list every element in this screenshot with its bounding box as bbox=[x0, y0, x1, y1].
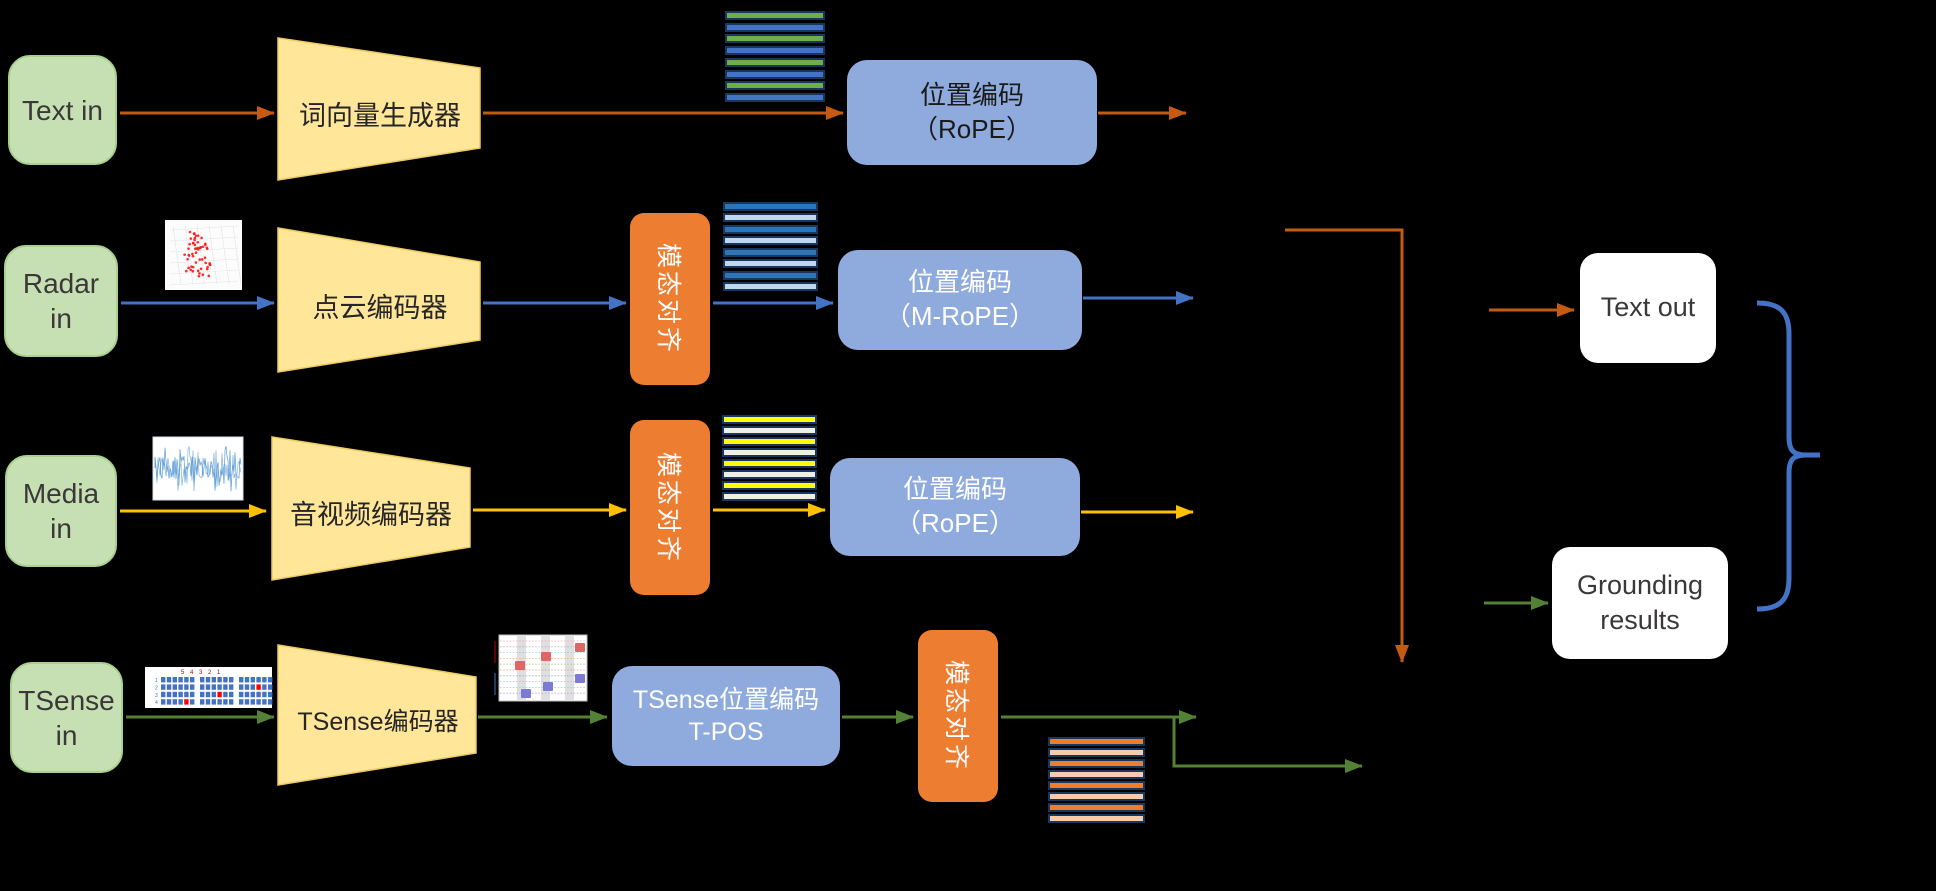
token-stripe bbox=[1048, 792, 1145, 801]
text-flow-elbow-down-arrow bbox=[1285, 228, 1409, 663]
media-token-stack bbox=[722, 415, 817, 501]
token-stripe bbox=[725, 92, 825, 102]
tsense-pos-encoding-box: TSense位置编码 T-POS bbox=[612, 666, 840, 766]
token-stripe bbox=[722, 437, 817, 446]
token-stripe bbox=[723, 236, 818, 246]
media-encoder-trapezoid bbox=[271, 436, 471, 581]
token-stripe bbox=[1048, 748, 1145, 757]
token-stripe bbox=[723, 281, 818, 291]
tsense-matrix-image: 5 4 3 2 1 12 34 bbox=[145, 667, 273, 708]
token-stripe bbox=[722, 492, 817, 501]
input-radar-label-line1: Radar bbox=[22, 268, 100, 299]
tsense-encoder-trapezoid bbox=[277, 644, 477, 786]
grounding-label-line1: Grounding bbox=[1576, 569, 1704, 600]
token-stripe bbox=[725, 46, 825, 56]
matrix-column-numbers: 5 4 3 2 1 bbox=[181, 670, 222, 676]
outputs-brace bbox=[1756, 300, 1820, 612]
tsense-alignment-box: 模态对齐 bbox=[918, 630, 998, 802]
token-stripe bbox=[725, 22, 825, 32]
radar-pointcloud-image bbox=[165, 220, 242, 290]
token-stripe bbox=[722, 448, 817, 457]
input-text-label: Text in bbox=[22, 94, 103, 126]
text-pos-encoding-box: 位置编码 （RoPE） bbox=[847, 60, 1097, 165]
token-stripe bbox=[722, 481, 817, 490]
token-stripe bbox=[1048, 814, 1145, 823]
radar-token-stack bbox=[723, 202, 818, 291]
token-stripe bbox=[1048, 759, 1145, 768]
token-stripe bbox=[725, 34, 825, 44]
token-stripe bbox=[723, 213, 818, 223]
input-text-box: Text in bbox=[8, 55, 117, 165]
input-radar-box: Radar in bbox=[4, 245, 118, 357]
input-radar-label-line2: in bbox=[50, 303, 72, 334]
input-media-box: Media in bbox=[5, 455, 117, 567]
text-pos-line2: （RoPE） bbox=[912, 113, 1032, 144]
token-stripe bbox=[1048, 803, 1145, 812]
token-stripe bbox=[723, 259, 818, 269]
radar-encoder-trapezoid bbox=[277, 227, 481, 373]
radar-flow-arrows bbox=[121, 291, 1194, 310]
token-stripe bbox=[722, 470, 817, 479]
radar-pos-line1: 位置编码 bbox=[907, 267, 1012, 298]
tsense-encoder-label: TSense编码器 bbox=[297, 708, 459, 736]
media-waveform-image bbox=[152, 436, 244, 501]
token-stripe bbox=[723, 270, 818, 280]
radar-pos-line2: （M-RoPE） bbox=[884, 301, 1036, 331]
svg-text:2: 2 bbox=[155, 685, 158, 691]
grounding-results-box: Grounding results bbox=[1552, 547, 1728, 659]
token-stripe bbox=[722, 415, 817, 424]
token-stripe bbox=[725, 11, 825, 20]
tsense-alignment-label: 模态对齐 bbox=[942, 659, 971, 773]
media-pos-line1: 位置编码 bbox=[902, 474, 1007, 505]
token-stripe bbox=[723, 202, 818, 211]
radar-encoder-label: 点云编码器 bbox=[312, 293, 448, 323]
grounding-label-line2: results bbox=[1600, 605, 1680, 635]
text-out-box: Text out bbox=[1580, 253, 1716, 363]
radar-alignment-label: 模态对齐 bbox=[654, 242, 683, 356]
token-stripe bbox=[1048, 770, 1145, 779]
media-alignment-box: 模态对齐 bbox=[630, 420, 710, 595]
input-tsense-box: TSense in bbox=[10, 662, 123, 773]
input-tsense-label-line1: TSense bbox=[18, 684, 115, 716]
input-media-label-line1: Media bbox=[22, 478, 100, 509]
media-encoder-label: 音视频编码器 bbox=[290, 500, 452, 530]
token-stripe bbox=[722, 426, 817, 435]
token-stripe bbox=[1048, 781, 1145, 790]
text-out-label: Text out bbox=[1600, 292, 1696, 323]
input-tsense-label-line2: in bbox=[55, 719, 78, 751]
token-stripe bbox=[723, 247, 818, 257]
tsense-flow-branch-arrow bbox=[1172, 717, 1363, 773]
token-stripe bbox=[725, 69, 825, 79]
media-flow-arrows bbox=[120, 503, 1194, 519]
text-token-stack bbox=[725, 11, 825, 102]
radar-pos-encoding-box: 位置编码 （M-RoPE） bbox=[838, 250, 1082, 350]
svg-text:4: 4 bbox=[155, 700, 158, 706]
token-stripe bbox=[1048, 737, 1145, 746]
tsense-flow-arrows bbox=[126, 596, 1549, 773]
text-encoder-label: 词向量生成器 bbox=[299, 101, 461, 131]
media-alignment-label: 模态对齐 bbox=[654, 451, 683, 564]
svg-text:3: 3 bbox=[155, 693, 158, 699]
text-pos-line1: 位置编码 bbox=[919, 79, 1024, 110]
token-stripe bbox=[722, 459, 817, 468]
tsense-tpos-chart-image bbox=[494, 634, 588, 702]
svg-text:1: 1 bbox=[155, 678, 158, 684]
media-pos-encoding-box: 位置编码 （RoPE） bbox=[830, 458, 1080, 556]
token-stripe bbox=[725, 57, 825, 67]
input-media-label-line2: in bbox=[50, 513, 72, 544]
tsense-pos-line1: TSense位置编码 bbox=[632, 685, 820, 714]
text-encoder-trapezoid bbox=[277, 37, 481, 181]
token-stripe bbox=[725, 81, 825, 91]
tsense-pos-line2: T-POS bbox=[688, 718, 764, 746]
radar-alignment-box: 模态对齐 bbox=[630, 213, 710, 385]
token-stripe bbox=[723, 224, 818, 234]
text-flow-arrows bbox=[120, 106, 1575, 663]
tsense-token-stack bbox=[1048, 737, 1145, 823]
media-pos-line2: （RoPE） bbox=[895, 508, 1015, 538]
